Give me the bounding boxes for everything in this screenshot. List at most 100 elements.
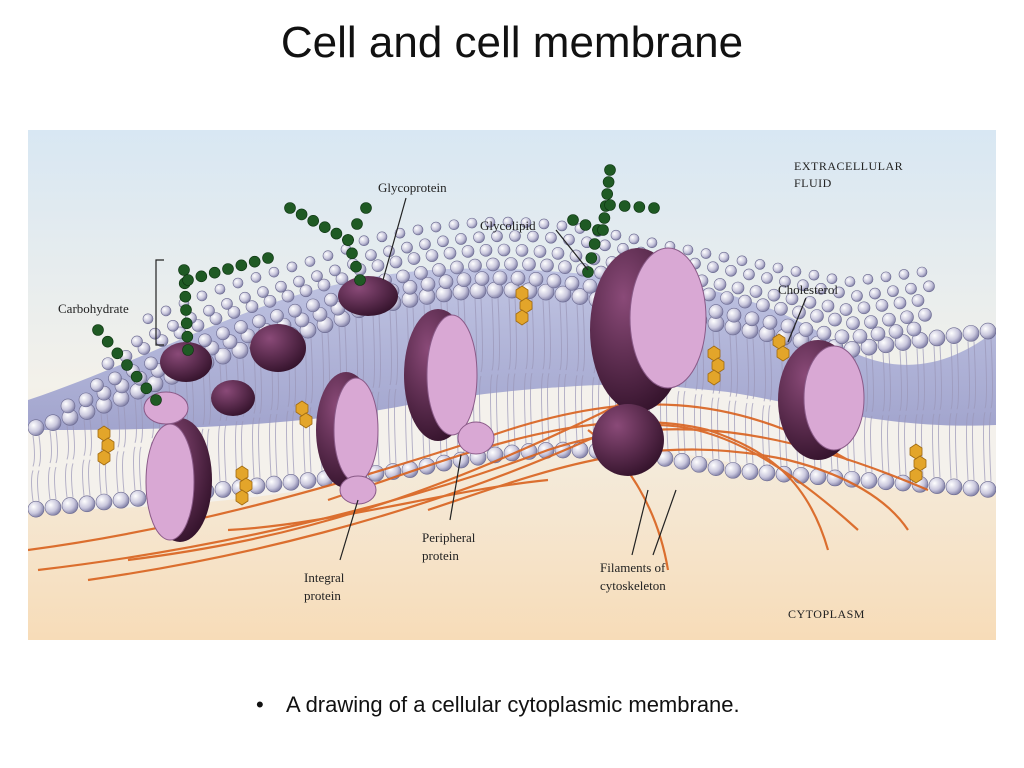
lipid-tail xyxy=(65,425,69,498)
lipid-head xyxy=(520,217,532,228)
lipid-head xyxy=(864,315,878,329)
lipid-tail xyxy=(932,345,936,478)
lipid-head xyxy=(945,327,963,344)
filaments-label: Filaments of xyxy=(600,560,666,575)
lipid-head xyxy=(376,231,388,243)
carbohydrate-chains xyxy=(92,164,660,406)
lipid-head xyxy=(551,247,565,260)
lipid-tail xyxy=(54,430,58,500)
lipid-head xyxy=(142,313,154,325)
lipid-tail xyxy=(751,338,755,464)
lipid-head xyxy=(962,479,980,497)
lipid-head xyxy=(833,286,845,299)
lipid-head xyxy=(875,299,889,312)
lipid-head xyxy=(533,245,547,258)
lipid-head xyxy=(888,324,904,339)
extracellular-label-2: fluid xyxy=(794,176,832,190)
lipid-head xyxy=(425,249,439,262)
lipid-head xyxy=(432,263,446,277)
lipid-head xyxy=(504,257,518,271)
lipid-head xyxy=(438,274,454,289)
lipid-head xyxy=(304,256,316,267)
sugar-unit xyxy=(121,359,133,371)
slide-title: Cell and cell membrane xyxy=(280,18,744,67)
cholesterol-molecules xyxy=(97,285,927,506)
cholesterol-label: Cholesterol xyxy=(778,282,838,297)
lipid-head xyxy=(713,278,727,291)
lipid-head xyxy=(414,266,428,280)
lipid-head xyxy=(275,280,287,293)
lipid-tail xyxy=(31,435,35,502)
lipid-head xyxy=(239,291,251,304)
lipid-head xyxy=(209,312,223,325)
lipid-head xyxy=(775,465,793,483)
lipid-tail xyxy=(513,298,517,445)
integral-protein-label: Integral xyxy=(304,570,345,585)
sugar-unit xyxy=(178,264,190,276)
lipid-head xyxy=(582,278,598,294)
cytoplasm-label: Cytoplasm xyxy=(788,607,865,621)
sugar-unit xyxy=(618,200,631,212)
lipid-head xyxy=(724,462,742,479)
lipid-head xyxy=(894,334,912,351)
lipid-head xyxy=(821,299,835,313)
lipid-head xyxy=(744,311,760,327)
lipid-head xyxy=(78,392,94,408)
lipid-tail xyxy=(870,355,874,473)
lipid-head xyxy=(515,244,529,257)
lipid-head xyxy=(407,252,421,265)
lipid-head xyxy=(628,233,640,245)
lipid-head xyxy=(144,356,158,371)
sugar-unit xyxy=(597,224,609,236)
lipid-head xyxy=(245,300,259,313)
lipid-head xyxy=(268,266,280,278)
lipid-head xyxy=(293,275,305,288)
sugar-unit xyxy=(633,201,646,213)
lipid-tail xyxy=(955,343,959,479)
sugar-unit xyxy=(579,219,592,231)
extracellular-label: Extracellular xyxy=(794,159,903,173)
sugar-unit xyxy=(598,212,611,224)
glycolipid-label: Glycolipid xyxy=(480,218,536,233)
lipid-head xyxy=(149,327,161,340)
lipid-head xyxy=(299,284,313,298)
lipid-head xyxy=(108,371,122,386)
lipid-head xyxy=(474,271,490,286)
sugar-unit xyxy=(330,227,343,240)
lipid-head xyxy=(610,229,622,241)
lipid-head xyxy=(646,237,658,249)
lipid-head xyxy=(761,272,773,284)
lipid-head xyxy=(456,272,472,288)
lipid-head xyxy=(61,497,79,514)
sugar-unit xyxy=(180,304,192,316)
lipid-head xyxy=(394,227,406,239)
lipid-tail xyxy=(388,310,392,464)
lipid-head xyxy=(857,301,871,315)
lipid-head xyxy=(900,310,914,325)
lipid-head xyxy=(928,477,946,494)
lipid-head xyxy=(554,285,572,303)
lipid-head xyxy=(790,266,802,277)
lipid-head xyxy=(720,291,734,305)
lipid-head xyxy=(231,342,249,359)
lipid-head xyxy=(880,271,892,283)
lipid-head xyxy=(288,303,302,318)
lipid-head xyxy=(962,325,980,342)
lipid-tail xyxy=(728,334,732,463)
lipid-tail xyxy=(734,334,738,463)
lipid-head xyxy=(860,338,878,356)
lipid-head xyxy=(78,495,96,513)
sugar-unit xyxy=(318,221,331,233)
lipid-head xyxy=(358,235,370,247)
sugar-unit xyxy=(92,324,104,336)
lipid-head xyxy=(286,261,298,273)
lipid-head xyxy=(450,260,464,275)
lipid-head xyxy=(797,279,809,291)
integral-proteins xyxy=(143,247,865,542)
lipid-head xyxy=(815,283,827,295)
lipid-head xyxy=(945,478,963,496)
lipid-head xyxy=(979,322,996,340)
integral-protein-4 xyxy=(590,247,707,476)
lipid-head xyxy=(486,257,500,272)
lipid-tail xyxy=(745,338,749,464)
